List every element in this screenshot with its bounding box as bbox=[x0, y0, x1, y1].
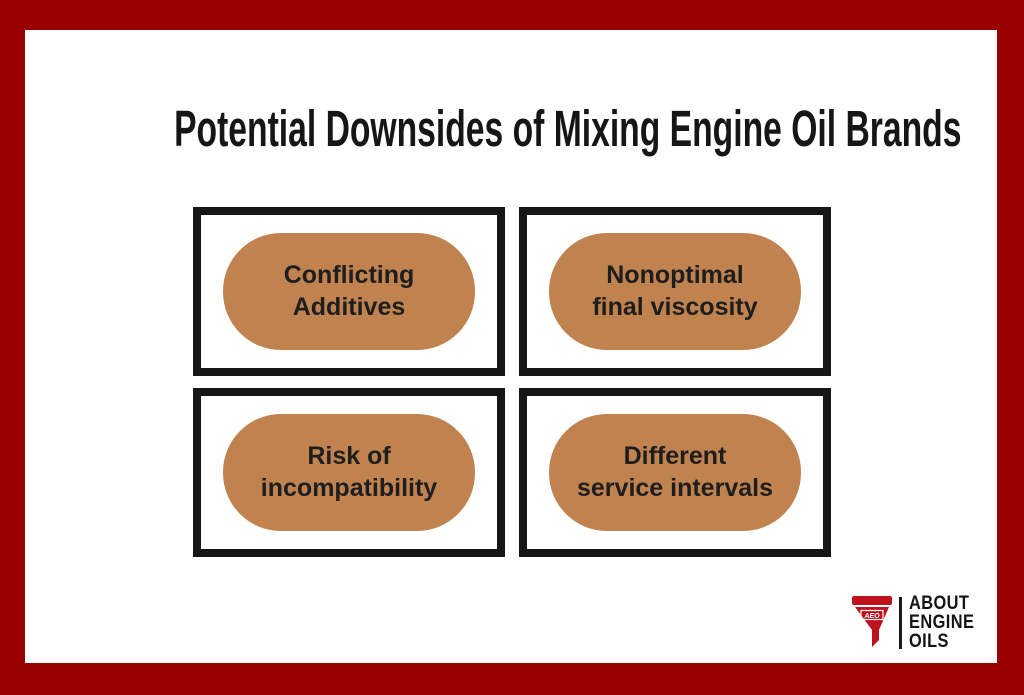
oil-funnel-icon-text: AEO bbox=[864, 612, 881, 619]
brand-name: ABOUT ENGINE OILS bbox=[909, 592, 975, 652]
oil-funnel-icon: AEO bbox=[852, 595, 893, 647]
card-pill: Conflicting Additives bbox=[223, 232, 475, 351]
brand-name-line: ENGINE bbox=[909, 611, 975, 633]
card-label-line1: Risk of bbox=[307, 441, 391, 470]
card-pill: Nonoptimal final viscosity bbox=[549, 232, 801, 351]
brand-logo: AEO ABOUT ENGINE OILS bbox=[852, 592, 987, 652]
card-label-line2: incompatibility bbox=[260, 474, 438, 503]
card-nonoptimal-viscosity: Nonoptimal final viscosity bbox=[519, 207, 831, 376]
card-label-line2: final viscosity bbox=[592, 293, 758, 322]
card-pill: Different service intervals bbox=[549, 413, 801, 532]
card-label-line2: Additives bbox=[292, 293, 406, 322]
brand-name-line: OILS bbox=[909, 630, 950, 652]
content-panel bbox=[25, 30, 997, 663]
card-pill: Risk of incompatibility bbox=[223, 413, 475, 532]
card-risk-incompatibility: Risk of incompatibility bbox=[193, 388, 505, 557]
card-different-service-intervals: Different service intervals bbox=[519, 388, 831, 557]
card-label-line1: Nonoptimal bbox=[606, 260, 744, 289]
card-label-line1: Different bbox=[623, 441, 727, 470]
logo-divider bbox=[899, 596, 903, 649]
downsides-grid: Conflicting Additives Nonoptimal final v… bbox=[193, 207, 831, 557]
card-label-line1: Conflicting bbox=[283, 260, 415, 289]
page-title: Potential Downsides of Mixing Engine Oil… bbox=[174, 100, 962, 157]
card-conflicting-additives: Conflicting Additives bbox=[193, 207, 505, 376]
card-label-line2: service intervals bbox=[577, 474, 773, 503]
brand-name-line: ABOUT bbox=[909, 592, 970, 614]
